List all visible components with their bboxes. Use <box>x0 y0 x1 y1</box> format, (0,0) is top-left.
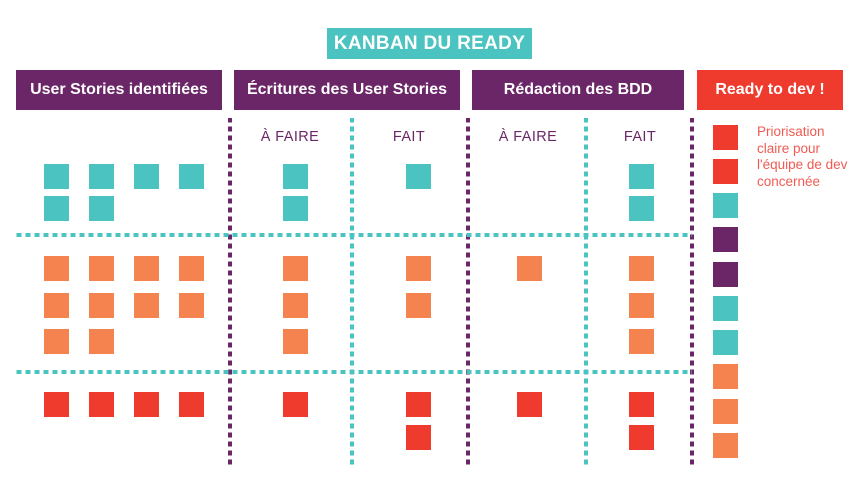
sub-header-1[interactable]: À FAIRE <box>260 129 320 145</box>
kanban-card[interactable] <box>629 196 654 221</box>
legend-swatch[interactable] <box>713 296 738 321</box>
kanban-card[interactable] <box>134 256 159 281</box>
kanban-card[interactable] <box>89 164 114 189</box>
kanban-card[interactable] <box>629 425 654 450</box>
kanban-card[interactable] <box>179 164 204 189</box>
kanban-card[interactable] <box>406 164 431 189</box>
kanban-card[interactable] <box>44 293 69 318</box>
kanban-card[interactable] <box>89 293 114 318</box>
kanban-card[interactable] <box>406 425 431 450</box>
kanban-card[interactable] <box>406 293 431 318</box>
kanban-card[interactable] <box>406 256 431 281</box>
vertical-divider-2 <box>350 118 354 468</box>
horizontal-divider-2 <box>16 370 692 374</box>
column-header-1[interactable]: User Stories identifiées <box>16 70 222 110</box>
board-title: KANBAN DU READY <box>327 28 532 59</box>
legend-swatch[interactable] <box>713 262 738 287</box>
kanban-card[interactable] <box>44 392 69 417</box>
sub-header-4[interactable]: FAIT <box>623 129 657 145</box>
kanban-card[interactable] <box>44 256 69 281</box>
legend-swatch[interactable] <box>713 399 738 424</box>
kanban-card[interactable] <box>629 293 654 318</box>
horizontal-divider-1 <box>16 233 692 237</box>
kanban-card[interactable] <box>179 256 204 281</box>
kanban-card[interactable] <box>89 329 114 354</box>
sub-header-2[interactable]: FAIT <box>392 129 426 145</box>
legend-swatch[interactable] <box>713 193 738 218</box>
kanban-card[interactable] <box>629 329 654 354</box>
kanban-card[interactable] <box>283 392 308 417</box>
column-header-4[interactable]: Ready to dev ! <box>697 70 843 110</box>
legend-swatch[interactable] <box>713 227 738 252</box>
column-header-2[interactable]: Écritures des User Stories <box>234 70 460 110</box>
legend-swatch[interactable] <box>713 364 738 389</box>
legend-swatch[interactable] <box>713 125 738 150</box>
kanban-card[interactable] <box>283 293 308 318</box>
kanban-card[interactable] <box>44 164 69 189</box>
kanban-card[interactable] <box>283 329 308 354</box>
kanban-card[interactable] <box>629 164 654 189</box>
kanban-card[interactable] <box>134 293 159 318</box>
kanban-card[interactable] <box>517 392 542 417</box>
kanban-card[interactable] <box>517 256 542 281</box>
kanban-card[interactable] <box>283 164 308 189</box>
vertical-divider-1 <box>228 118 232 468</box>
kanban-card[interactable] <box>629 256 654 281</box>
vertical-divider-4 <box>584 118 588 468</box>
kanban-card[interactable] <box>283 256 308 281</box>
kanban-card[interactable] <box>44 196 69 221</box>
kanban-card[interactable] <box>44 329 69 354</box>
kanban-card[interactable] <box>629 392 654 417</box>
kanban-card[interactable] <box>406 392 431 417</box>
vertical-divider-3 <box>466 118 470 468</box>
kanban-card[interactable] <box>89 256 114 281</box>
legend-swatch[interactable] <box>713 330 738 355</box>
vertical-divider-5 <box>690 118 694 468</box>
kanban-card[interactable] <box>134 392 159 417</box>
kanban-card[interactable] <box>179 392 204 417</box>
legend-swatch[interactable] <box>713 433 738 458</box>
kanban-card[interactable] <box>134 164 159 189</box>
column-header-3[interactable]: Rédaction des BDD <box>472 70 684 110</box>
kanban-card[interactable] <box>89 392 114 417</box>
kanban-card[interactable] <box>283 196 308 221</box>
legend-caption: Priorisation claire pour l'équipe de dev… <box>757 124 848 189</box>
kanban-card[interactable] <box>179 293 204 318</box>
legend-swatch[interactable] <box>713 159 738 184</box>
sub-header-3[interactable]: À FAIRE <box>498 129 558 145</box>
kanban-card[interactable] <box>89 196 114 221</box>
